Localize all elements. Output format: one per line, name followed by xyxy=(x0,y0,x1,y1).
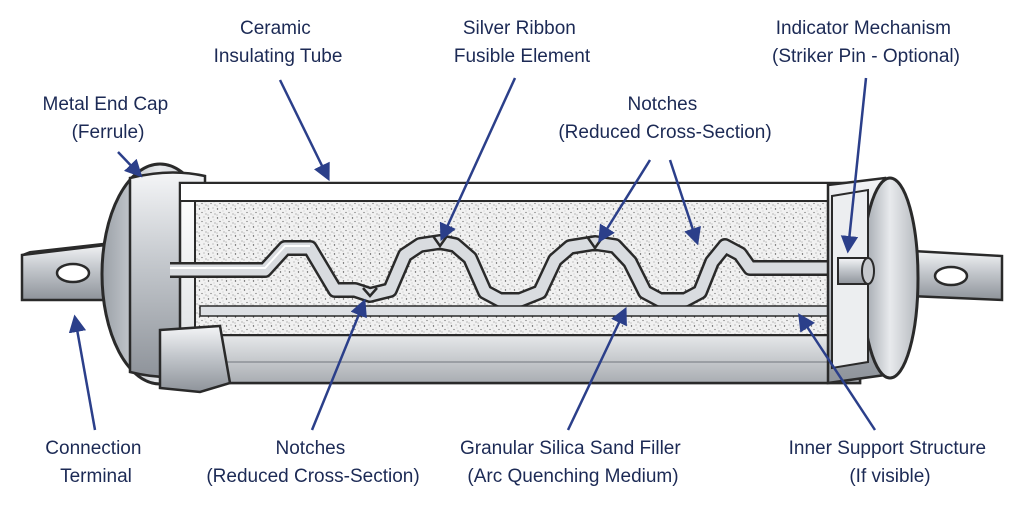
arrow-terminal xyxy=(68,314,97,431)
connection-terminal-right xyxy=(893,248,1004,302)
label-ceramic-tube: Ceramic Insulating Tube xyxy=(214,18,343,67)
arrow-notch-top-right xyxy=(668,159,701,246)
label-silver-ribbon: Silver Ribbon Fusible Element xyxy=(454,18,591,67)
arrow-indicator xyxy=(840,77,868,254)
label-indicator-mechanism: Indicator Mechanism (Striker Pin - Optio… xyxy=(772,18,960,67)
label-silica-filler: Granular Silica Sand Filler (Arc Quenchi… xyxy=(460,438,686,487)
label-inner-support: Inner Support Structure (If visible) xyxy=(789,438,992,487)
label-notches-top: Notches (Reduced Cross-Section) xyxy=(558,94,771,143)
arrow-end-cap xyxy=(117,151,143,178)
inner-support-rod xyxy=(199,305,831,317)
end-cap-lower-left xyxy=(158,324,232,394)
label-metal-end-cap: Metal End Cap (Ferrule) xyxy=(43,94,174,143)
label-connection-terminal: Connection Terminal xyxy=(45,438,146,487)
leader-arrows xyxy=(68,77,877,431)
arrow-notch-top-left xyxy=(598,159,652,243)
arrow-silver-ribbon xyxy=(439,77,517,242)
arrow-notch-bottom xyxy=(310,298,367,431)
indicator-striker-pin xyxy=(837,257,875,285)
label-notches-bottom: Notches (Reduced Cross-Section) xyxy=(206,438,419,487)
arrow-silica xyxy=(566,306,627,431)
arrow-ceramic-tube xyxy=(278,79,330,182)
arrow-support xyxy=(798,313,877,431)
notch-mark xyxy=(362,287,378,298)
